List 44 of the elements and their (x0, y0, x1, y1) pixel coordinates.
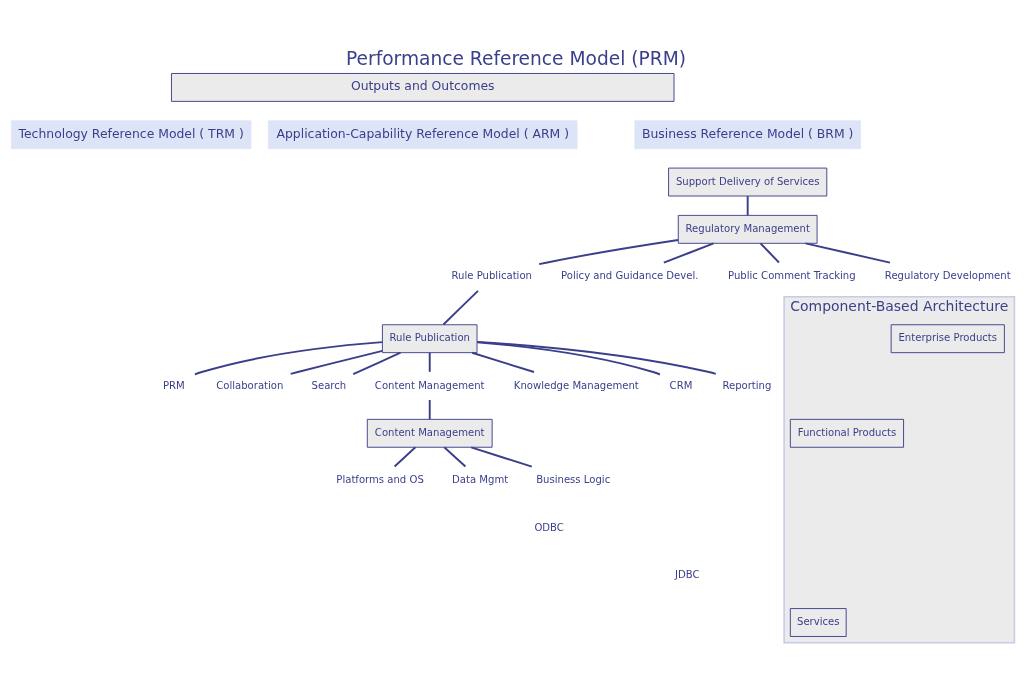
node-text: Knowledge Management (513, 379, 639, 391)
connector (662, 242, 715, 264)
connector (442, 289, 479, 326)
node-text: Search (311, 379, 347, 391)
node-box: Rule Publication (381, 324, 478, 354)
connector (804, 242, 891, 264)
node-text: Platforms and OS (336, 474, 424, 486)
connector (428, 351, 431, 373)
diagram-title: Performance Reference Model (PRM) (346, 48, 686, 70)
node-text: CRM (669, 379, 693, 391)
connector (538, 239, 680, 266)
connector (471, 351, 535, 373)
connector (193, 341, 384, 376)
connector (352, 351, 402, 376)
label: JDBC (674, 568, 700, 580)
node-box: Regulatory Management (677, 214, 818, 244)
connector (443, 446, 467, 468)
connector (428, 399, 431, 421)
node-text: Data Mgmt (452, 474, 509, 486)
connector (393, 446, 417, 468)
node-text: Collaboration (216, 379, 284, 391)
connector (470, 446, 533, 468)
node-box: Services (789, 608, 847, 637)
node-text: Reporting (722, 379, 772, 391)
node-text: PRM (162, 379, 185, 391)
node-text: Policy and Guidance Devel. (561, 270, 699, 282)
node-text: Regulatory Development (884, 270, 1011, 282)
node-box: Functional Products (789, 418, 905, 448)
node-text: Public Comment Tracking (728, 270, 856, 282)
node-text: Business Logic (536, 474, 611, 486)
connector (289, 349, 384, 375)
connector (476, 340, 717, 375)
node-box: Outputs and Outcomes (171, 73, 675, 102)
connector (759, 242, 780, 264)
node-text: Rule Publication (451, 270, 532, 282)
node-box: Support Delivery of Services (668, 167, 828, 197)
label: ODBC (534, 521, 564, 533)
node-text: Content Management (374, 379, 485, 391)
node-box: Application-Capability Reference Model ( ARM ) (268, 120, 578, 150)
node-box: Enterprise Products (890, 324, 1005, 354)
node-box: Technology Reference Model ( TRM ) (10, 120, 252, 150)
connector (746, 195, 749, 217)
node-box: Content Management (366, 418, 493, 448)
node-box: Business Reference Model ( BRM ) (634, 120, 861, 150)
